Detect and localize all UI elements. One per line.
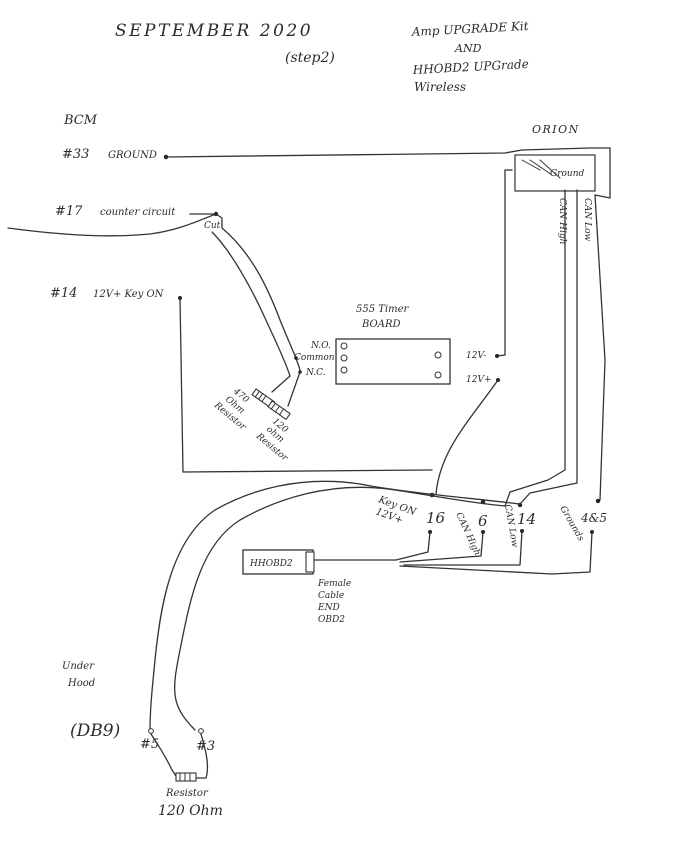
timer-terminal-no	[340, 342, 348, 350]
orion-can-low-wire	[519, 189, 578, 505]
diagram-date: SEPTEMBER 2020	[115, 21, 313, 41]
timer-12v-plus-label: 12V+	[466, 375, 492, 385]
orion-ground-out-wire	[594, 194, 606, 501]
obd-pin6-label: 6	[478, 512, 488, 530]
female-end-line4: OBD2	[318, 615, 345, 625]
bcm-title: BCM	[63, 113, 98, 128]
db9-resistor-line2: 120 Ohm	[158, 803, 223, 819]
orion-ground-block	[514, 154, 596, 192]
bcm-pin14: #14	[50, 286, 77, 301]
db9-pin5-label: #5	[140, 737, 159, 752]
upgrade-title-line4: Wireless	[414, 80, 466, 94]
timer-board	[335, 338, 451, 385]
bcm-pin33: #33	[62, 147, 89, 162]
obd-cable-pin16	[395, 531, 431, 561]
bcm-pin33-label: GROUND	[108, 150, 157, 161]
db9-resistor-lead-left	[150, 733, 177, 777]
upgrade-title-line3: HHOBD2 UPGrade	[411, 57, 529, 77]
timer-no-label: N.O.	[310, 341, 331, 351]
under-hood-line2: Hood	[67, 678, 95, 689]
db9-resistor-lead-right	[195, 733, 209, 779]
hhobd2-label: HHOBD2	[249, 559, 293, 569]
orion-can-low-label: CAN Low	[582, 198, 592, 242]
bcm-pin17-label: counter circuit	[100, 207, 176, 218]
obd-pin16-label: 16	[426, 509, 446, 527]
common-terminal-dot	[294, 356, 298, 360]
timer-title-line1: 555 Timer	[356, 304, 410, 315]
female-end-line3: END	[317, 603, 340, 613]
db9-resistor-icon	[175, 772, 197, 782]
orion-can-high-wire	[504, 189, 566, 507]
timer-terminal-12v-plus	[434, 371, 442, 379]
timer-terminal-common	[340, 354, 348, 362]
timer-common-label: Common	[294, 353, 335, 363]
obd-cable-grounds	[399, 531, 593, 575]
resistor-leads	[271, 371, 301, 407]
can-high-wire-to-db9	[173, 486, 506, 731]
orion-can-high-label: CAN High	[557, 198, 567, 244]
db9-pin3-label: #3	[196, 739, 215, 754]
counter-circuit-return	[211, 231, 291, 377]
orion-12v-minus-wire	[496, 169, 513, 357]
female-end-line2: Cable	[318, 591, 344, 601]
upgrade-title-line2: AND	[454, 42, 482, 55]
bcm-pin17: #17	[55, 204, 83, 219]
hhobd2-device	[242, 549, 314, 575]
counter-circuit-to-timer	[221, 227, 301, 371]
obd-pin14-label: 14	[517, 510, 536, 528]
counter-circuit-wire-cut	[189, 213, 223, 229]
timer-terminal-12v-minus	[434, 351, 442, 359]
timer-nc-label: N.C.	[305, 368, 326, 378]
upgrade-title-line1: Amp UPGRADE Kit	[410, 19, 529, 39]
obd-pins45-label: 4&5	[580, 511, 607, 525]
female-end-line1: Female	[317, 579, 351, 589]
db9-resistor-line1: Resistor	[165, 788, 209, 799]
db9-pin5-terminal	[148, 728, 154, 734]
counter-circuit-wire-in	[7, 213, 217, 237]
obd-grounds-top-dot	[595, 498, 601, 504]
timer-terminal-nc	[340, 366, 348, 374]
obd-cable-pin14	[403, 530, 523, 566]
obd-cable-pin6	[399, 531, 484, 563]
bcm-pin14-label: 12V+ Key ON	[93, 289, 165, 300]
can-low-wire-to-db9	[149, 480, 521, 731]
ground-wire	[165, 147, 611, 199]
diagram-step: (step2)	[285, 50, 335, 66]
resistor-120-icon	[267, 400, 291, 421]
v-minus-dot	[495, 354, 499, 358]
orion-ground-label: Ground	[550, 169, 585, 179]
hhobd2-plug	[305, 551, 315, 573]
under-hood-line1: Under	[62, 661, 95, 672]
timer-12v-plus-wire	[435, 379, 499, 495]
timer-title-line2: BOARD	[361, 319, 401, 330]
orion-title: ORION	[532, 123, 580, 136]
db9-pin3-terminal	[198, 728, 204, 734]
cut-label: Cut	[204, 221, 221, 231]
key-on-wire	[179, 297, 433, 473]
timer-12v-minus-label: 12V-	[466, 351, 486, 361]
db9-label: (DB9)	[70, 721, 120, 741]
